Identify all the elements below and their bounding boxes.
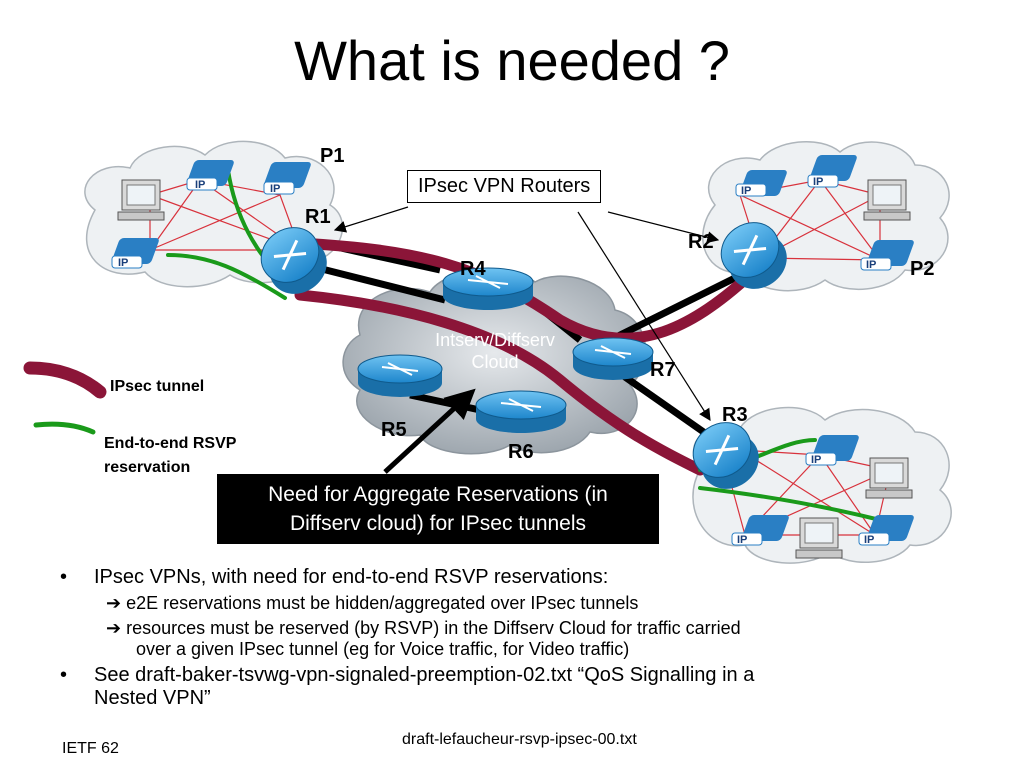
bullet-see-draft-line1: See draft-baker-tsvwg-vpn-signaled-preem… [94, 664, 755, 686]
svg-text:IP: IP [270, 183, 280, 195]
label-r3: R3 [722, 404, 748, 426]
label-r1: R1 [305, 206, 331, 228]
ip-phone-p1-b: IP [263, 162, 311, 195]
bullet-see-draft-line2: Nested VPN” [94, 687, 211, 709]
bullet-marker: • [60, 566, 68, 588]
callout-arrows [333, 206, 720, 422]
label-r7: R7 [650, 359, 676, 381]
label-r6: R6 [508, 441, 534, 463]
legend-rsvp-swatch [33, 421, 96, 435]
svg-text:IP: IP [866, 259, 876, 271]
ip-phone-p3-b: IP [731, 515, 789, 546]
svg-text:IP: IP [195, 179, 205, 191]
ip-phone-p1-a: IP [186, 160, 234, 191]
router-r2[interactable] [711, 211, 798, 299]
label-r2: R2 [688, 231, 714, 253]
ipsec-tunnel-r1-r3 [294, 289, 706, 476]
svg-text:IP: IP [118, 257, 128, 269]
workstation-p3-b [795, 517, 843, 559]
legend-ipsec-swatch [23, 361, 107, 399]
ip-phone-p3-c: IP [858, 515, 914, 546]
sub-bullet-resources: ➔ resources must be reserved (by RSVP) i… [106, 618, 1010, 660]
sub-bullet-e2e: ➔ e2E reservations must be hidden/aggreg… [106, 593, 639, 613]
svg-text:IP: IP [813, 176, 823, 188]
aggregate-reservation-box: Need for Aggregate Reservations (in Diff… [217, 474, 659, 544]
need-box-line1: Need for Aggregate Reservations (in [268, 483, 608, 506]
svg-text:IP: IP [741, 185, 751, 197]
bullet-ipsec-vpns: • IPsec VPNs, with need for end-to-end R… [60, 566, 1010, 589]
ipsec-vpn-routers-callout: IPsec VPN Routers [407, 170, 602, 203]
sub-bullet-resources-line1: ➔ resources must be reserved (by RSVP) i… [106, 618, 741, 638]
svg-text:IP: IP [864, 534, 874, 546]
cloud-label-line2: Cloud [471, 352, 519, 372]
ipsec-tunnels [294, 237, 756, 476]
workstation-p2 [863, 179, 911, 221]
router-r4[interactable] [442, 267, 534, 310]
label-r5: R5 [381, 419, 407, 441]
ip-phone-p3-a: IP [805, 435, 859, 466]
router-r1[interactable] [251, 216, 338, 304]
label-p2: P2 [910, 258, 934, 280]
ip-phone-p2-c: IP [860, 240, 914, 271]
bullet-text: See draft-baker-tsvwg-vpn-signaled-preem… [94, 664, 754, 710]
ip-phone-p2-a: IP [735, 170, 787, 197]
ip-phone-p2-b: IP [807, 155, 857, 188]
label-p1: P1 [320, 145, 344, 167]
workstation-p3-a [865, 457, 913, 499]
router-r7[interactable] [572, 337, 654, 380]
cloud-label: Intserv/Diffserv Cloud [410, 329, 580, 373]
footer-left: IETF 62 [62, 740, 119, 757]
bullet-marker: • [60, 664, 68, 686]
sub-bullet-resources-line2: over a given IPsec tunnel (eg for Voice … [136, 639, 630, 659]
legend-rsvp-label-1: End-to-end RSVP [104, 435, 237, 452]
ipsec-tunnel-r1-r2 [294, 237, 756, 344]
cloud-label-line1: Intserv/Diffserv [435, 330, 555, 350]
router-r6[interactable] [475, 390, 567, 433]
footer-center: draft-lefaucheur-rsvp-ipsec-00.txt [402, 731, 637, 748]
need-box-line2: Diffserv cloud) for IPsec tunnels [289, 512, 587, 535]
svg-text:IP: IP [737, 534, 747, 546]
bullet-text: IPsec VPNs, with need for end-to-end RSV… [94, 566, 609, 588]
label-r4: R4 [460, 258, 486, 280]
bullet-see-draft: • See draft-baker-tsvwg-vpn-signaled-pre… [60, 664, 1010, 710]
ip-phone-p1-c: IP [111, 238, 159, 269]
bullet-list: • IPsec VPNs, with need for end-to-end R… [60, 566, 1010, 714]
workstation-p1 [117, 179, 165, 221]
router-r3[interactable] [683, 411, 770, 499]
slide-title: What is needed ? [294, 29, 730, 92]
router-r5[interactable] [357, 354, 443, 397]
svg-text:IP: IP [811, 454, 821, 466]
need-box-arrow [383, 388, 476, 474]
legend-rsvp-label-2: reservation [104, 459, 190, 476]
legend-ipsec-label: IPsec tunnel [110, 378, 204, 395]
